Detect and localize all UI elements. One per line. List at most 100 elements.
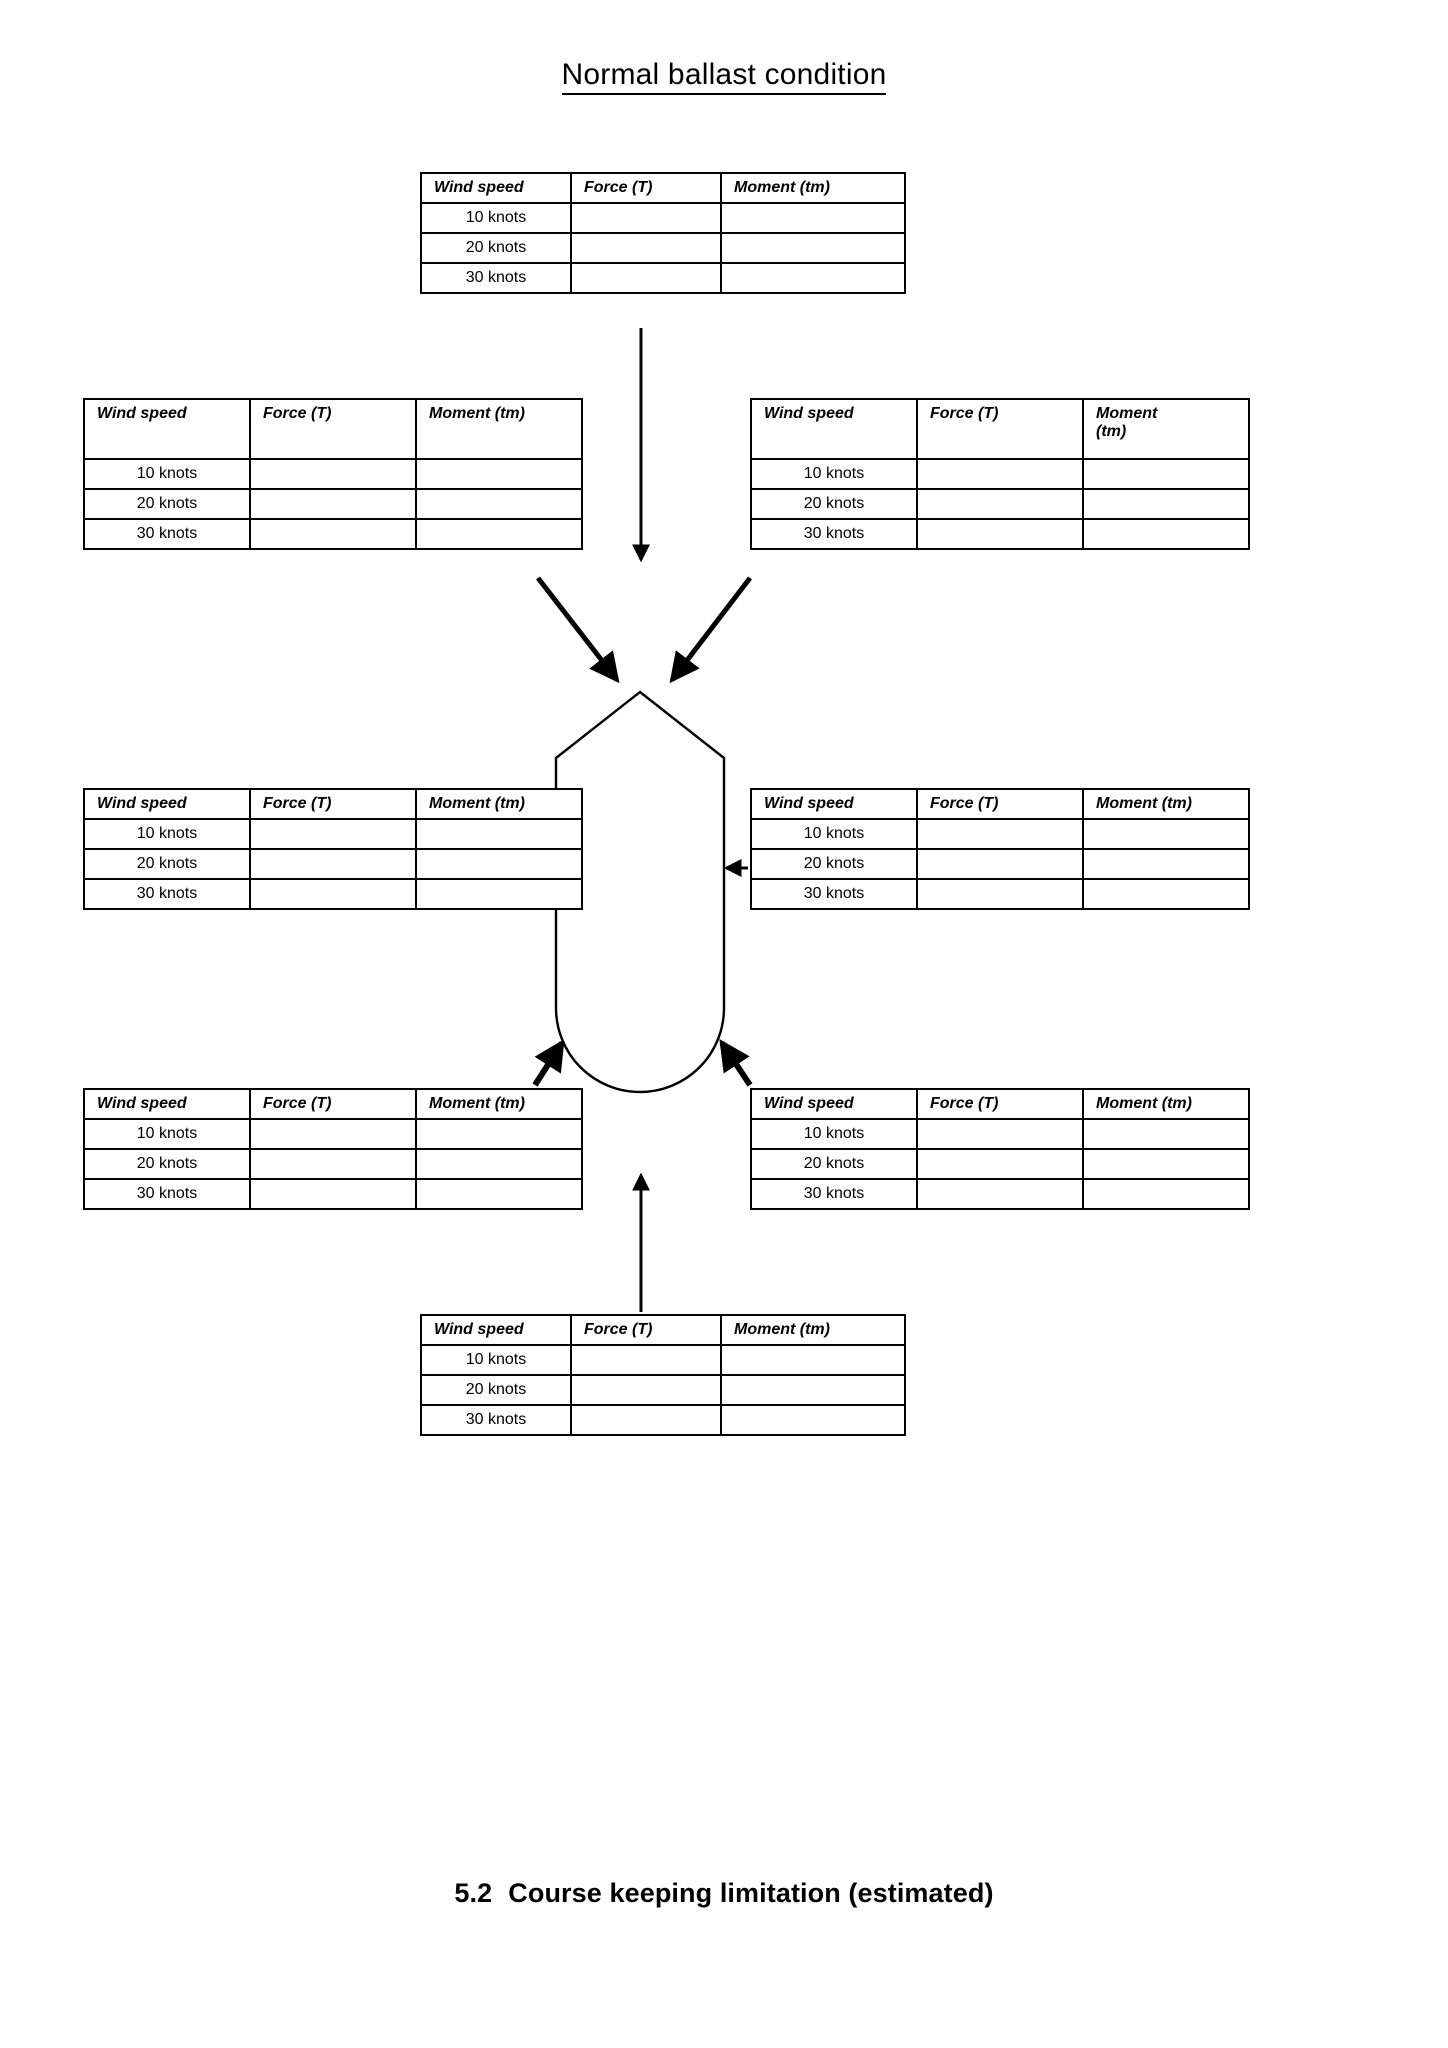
header-force: Force (T) <box>916 788 1084 820</box>
header-force: Force (T) <box>570 172 722 204</box>
table-header-row: Wind speed Force (T) Moment (tm) <box>83 788 583 820</box>
table-row: 30 knots <box>750 518 1250 550</box>
cell-moment[interactable] <box>1082 818 1250 850</box>
cell-force[interactable] <box>916 458 1084 490</box>
cell-force[interactable] <box>916 488 1084 520</box>
cell-force[interactable] <box>249 458 417 490</box>
table-header-row: Wind speed Force (T) Moment (tm) <box>750 788 1250 820</box>
table-row: 30 knots <box>420 1404 906 1436</box>
header-wind-speed: Wind speed <box>83 1088 251 1120</box>
table-mid-right-wind: Wind speed Force (T) Moment (tm) 10 knot… <box>750 788 1250 910</box>
cell-moment[interactable] <box>720 262 906 294</box>
cell-force[interactable] <box>249 1178 417 1210</box>
cell-force[interactable] <box>916 1178 1084 1210</box>
page-title-text: Normal ballast condition <box>561 58 887 95</box>
cell-force[interactable] <box>570 232 722 264</box>
cell-moment[interactable] <box>415 1118 583 1150</box>
header-force: Force (T) <box>916 1088 1084 1120</box>
table-lower-left-wind: Wind speed Force (T) Moment (tm) 10 knot… <box>83 1088 583 1210</box>
header-moment: Moment (tm) <box>415 788 583 820</box>
table-row: 20 knots <box>83 848 583 880</box>
header-wind-speed: Wind speed <box>750 398 918 460</box>
cell-moment[interactable] <box>720 1374 906 1406</box>
cell-moment[interactable] <box>720 1404 906 1436</box>
cell-force[interactable] <box>249 878 417 910</box>
cell-moment[interactable] <box>415 458 583 490</box>
cell-force[interactable] <box>570 1374 722 1406</box>
cell-force[interactable] <box>570 1344 722 1376</box>
cell-moment[interactable] <box>415 1178 583 1210</box>
header-force: Force (T) <box>249 1088 417 1120</box>
cell-wind-speed: 10 knots <box>83 818 251 850</box>
cell-force[interactable] <box>570 1404 722 1436</box>
table-row: 10 knots <box>420 1344 906 1376</box>
cell-moment[interactable] <box>415 518 583 550</box>
cell-wind-speed: 20 knots <box>750 1148 918 1180</box>
cell-force[interactable] <box>570 202 722 234</box>
ship-hull-outline <box>554 690 726 1094</box>
table-row: 20 knots <box>420 232 906 264</box>
cell-force[interactable] <box>249 1148 417 1180</box>
table-upper-right-wind: Wind speed Force (T) Moment(tm) 10 knots… <box>750 398 1250 550</box>
cell-moment[interactable] <box>720 232 906 264</box>
cell-moment[interactable] <box>415 488 583 520</box>
table-mid-left-wind: Wind speed Force (T) Moment (tm) 10 knot… <box>83 788 583 910</box>
header-moment: Moment (tm) <box>415 1088 583 1120</box>
table-row: 10 knots <box>83 1118 583 1150</box>
header-force: Force (T) <box>249 788 417 820</box>
table-bottom-wind: Wind speed Force (T) Moment (tm) 10 knot… <box>420 1314 906 1436</box>
cell-moment[interactable] <box>720 1344 906 1376</box>
cell-force[interactable] <box>249 1118 417 1150</box>
table-row: 10 knots <box>83 458 583 490</box>
cell-wind-speed: 10 knots <box>750 818 918 850</box>
cell-wind-speed: 20 knots <box>750 488 918 520</box>
table-row: 20 knots <box>750 488 1250 520</box>
cell-force[interactable] <box>249 488 417 520</box>
cell-moment[interactable] <box>720 202 906 234</box>
header-moment-line2: (tm) <box>1096 423 1127 440</box>
table-row: 30 knots <box>750 878 1250 910</box>
cell-moment[interactable] <box>1082 878 1250 910</box>
table-header-row: Wind speed Force (T) Moment(tm) <box>750 398 1250 460</box>
table-row: 10 knots <box>750 818 1250 850</box>
cell-wind-speed: 30 knots <box>420 262 572 294</box>
section-title: Course keeping limitation (estimated) <box>508 1878 994 1908</box>
cell-force[interactable] <box>249 818 417 850</box>
cell-wind-speed: 30 knots <box>83 1178 251 1210</box>
cell-force[interactable] <box>570 262 722 294</box>
table-row: 10 knots <box>420 202 906 234</box>
cell-moment[interactable] <box>1082 1118 1250 1150</box>
cell-wind-speed: 30 knots <box>750 878 918 910</box>
cell-force[interactable] <box>916 878 1084 910</box>
cell-force[interactable] <box>916 1148 1084 1180</box>
cell-moment[interactable] <box>415 818 583 850</box>
table-row: 20 knots <box>750 1148 1250 1180</box>
cell-force[interactable] <box>249 848 417 880</box>
page-title: Normal ballast condition <box>0 58 1448 95</box>
cell-moment[interactable] <box>1082 1178 1250 1210</box>
cell-force[interactable] <box>916 518 1084 550</box>
arrow-upper-left-to-bow <box>536 576 620 684</box>
cell-moment[interactable] <box>1082 458 1250 490</box>
cell-moment[interactable] <box>1082 488 1250 520</box>
cell-moment[interactable] <box>1082 848 1250 880</box>
table-row: 30 knots <box>83 1178 583 1210</box>
cell-force[interactable] <box>916 848 1084 880</box>
header-moment: Moment (tm) <box>720 172 906 204</box>
cell-force[interactable] <box>916 818 1084 850</box>
cell-wind-speed: 20 knots <box>750 848 918 880</box>
cell-moment[interactable] <box>415 848 583 880</box>
cell-moment[interactable] <box>1082 518 1250 550</box>
arrow-upper-right-to-bow <box>669 576 752 684</box>
cell-moment[interactable] <box>415 1148 583 1180</box>
cell-force[interactable] <box>249 518 417 550</box>
cell-force[interactable] <box>916 1118 1084 1150</box>
cell-wind-speed: 10 knots <box>83 1118 251 1150</box>
cell-moment[interactable] <box>415 878 583 910</box>
table-header-row: Wind speed Force (T) Moment (tm) <box>83 398 583 460</box>
cell-moment[interactable] <box>1082 1148 1250 1180</box>
section-number: 5.2 <box>454 1878 493 1908</box>
header-wind-speed: Wind speed <box>420 172 572 204</box>
table-row: 30 knots <box>420 262 906 294</box>
